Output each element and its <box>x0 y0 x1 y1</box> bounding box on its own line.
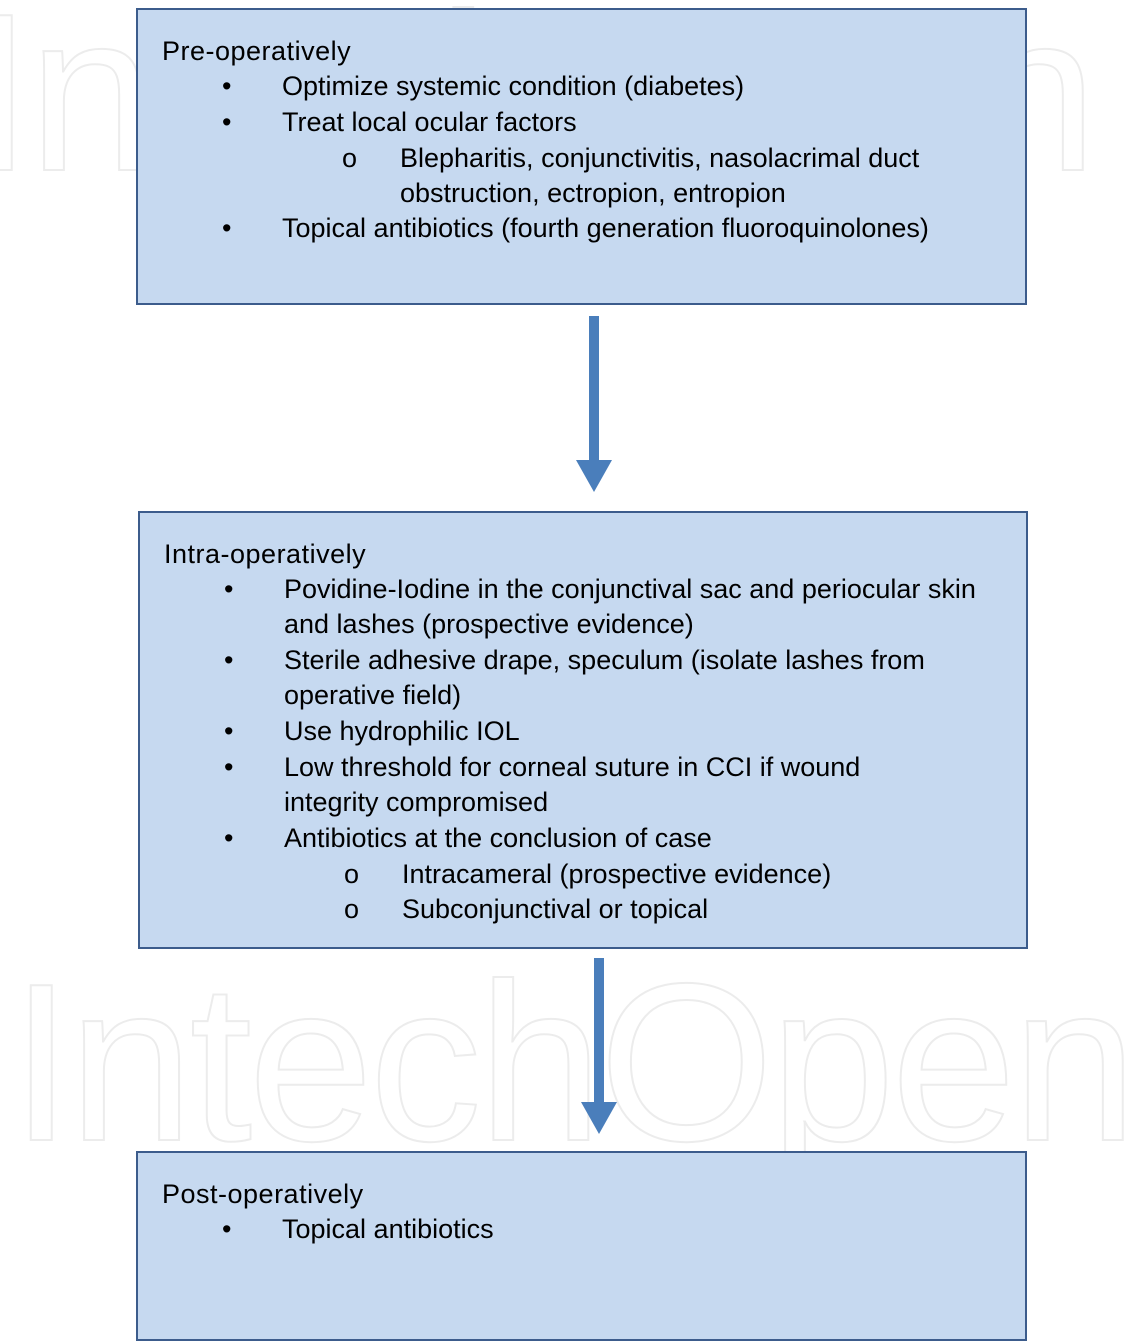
sub-list-item-text: Blepharitis, conjunctivitis, nasolacrima… <box>400 143 920 208</box>
sub-list-item: o Blepharitis, conjunctivitis, nasolacri… <box>162 141 1025 211</box>
list-item-text: Low threshold for corneal suture in CCI … <box>284 752 861 817</box>
list-item: • Treat local ocular factors <box>162 105 1025 140</box>
sub-list-item-text: Intracameral (prospective evidence) <box>402 859 832 889</box>
pre-operative-box: Pre-operatively • Optimize systemic cond… <box>136 8 1027 305</box>
sub-list-item: o Subconjunctival or topical <box>164 892 976 927</box>
list-item: • Low threshold for corneal suture in CC… <box>164 750 976 820</box>
sub-list-item-text: Subconjunctival or topical <box>402 894 709 924</box>
intra-operative-list: • Povidine-Iodine in the conjunctival sa… <box>164 572 1026 927</box>
post-operative-box: Post-operatively • Topical antibiotics <box>136 1151 1027 1341</box>
bullet-icon: • <box>224 645 234 675</box>
bullet-icon: • <box>222 71 232 101</box>
pre-operative-title: Pre-operatively <box>162 36 352 66</box>
bullet-icon: • <box>222 107 232 137</box>
list-item-text: Topical antibiotics <box>282 1214 494 1244</box>
list-item-text: Optimize systemic condition (diabetes) <box>282 71 745 101</box>
sub-bullet-icon: o <box>344 859 360 889</box>
pre-operative-list: • Optimize systemic condition (diabetes)… <box>162 69 1025 246</box>
list-item-text: Use hydrophilic IOL <box>284 716 520 746</box>
arrow-down-icon <box>581 958 617 1134</box>
post-operative-title: Post-operatively <box>162 1179 364 1209</box>
bullet-icon: • <box>222 213 232 243</box>
arrow-down-icon <box>576 316 612 492</box>
bullet-icon: • <box>224 752 234 782</box>
list-item: • Use hydrophilic IOL <box>164 714 976 749</box>
bullet-icon: • <box>224 716 234 746</box>
list-item: • Sterile adhesive drape, speculum (isol… <box>164 643 976 713</box>
list-item: • Povidine-Iodine in the conjunctival sa… <box>164 572 976 642</box>
sub-list-item: o Intracameral (prospective evidence) <box>164 857 976 892</box>
list-item-text: Sterile adhesive drape, speculum (isolat… <box>284 645 925 710</box>
bullet-icon: • <box>224 823 234 853</box>
bullet-icon: • <box>222 1214 232 1244</box>
watermark-bottom: IntechOpen <box>10 950 1138 1175</box>
list-item: • Antibiotics at the conclusion of case <box>164 821 976 856</box>
list-item: • Optimize systemic condition (diabetes) <box>162 69 1025 104</box>
post-operative-list: • Topical antibiotics <box>162 1212 1025 1247</box>
list-item: • Topical antibiotics (fourth generation… <box>162 211 1025 246</box>
list-item-text: Topical antibiotics (fourth generation f… <box>282 213 929 243</box>
bullet-icon: • <box>224 574 234 604</box>
list-item-text: Povidine-Iodine in the conjunctival sac … <box>284 574 976 639</box>
list-item: • Topical antibiotics <box>162 1212 1025 1247</box>
sub-bullet-icon: o <box>342 143 358 173</box>
list-item-text: Treat local ocular factors <box>282 107 577 137</box>
intra-operative-title: Intra-operatively <box>164 539 367 569</box>
list-item-text: Antibiotics at the conclusion of case <box>284 823 712 853</box>
intra-operative-box: Intra-operatively • Povidine-Iodine in t… <box>138 511 1028 949</box>
sub-bullet-icon: o <box>344 894 360 924</box>
